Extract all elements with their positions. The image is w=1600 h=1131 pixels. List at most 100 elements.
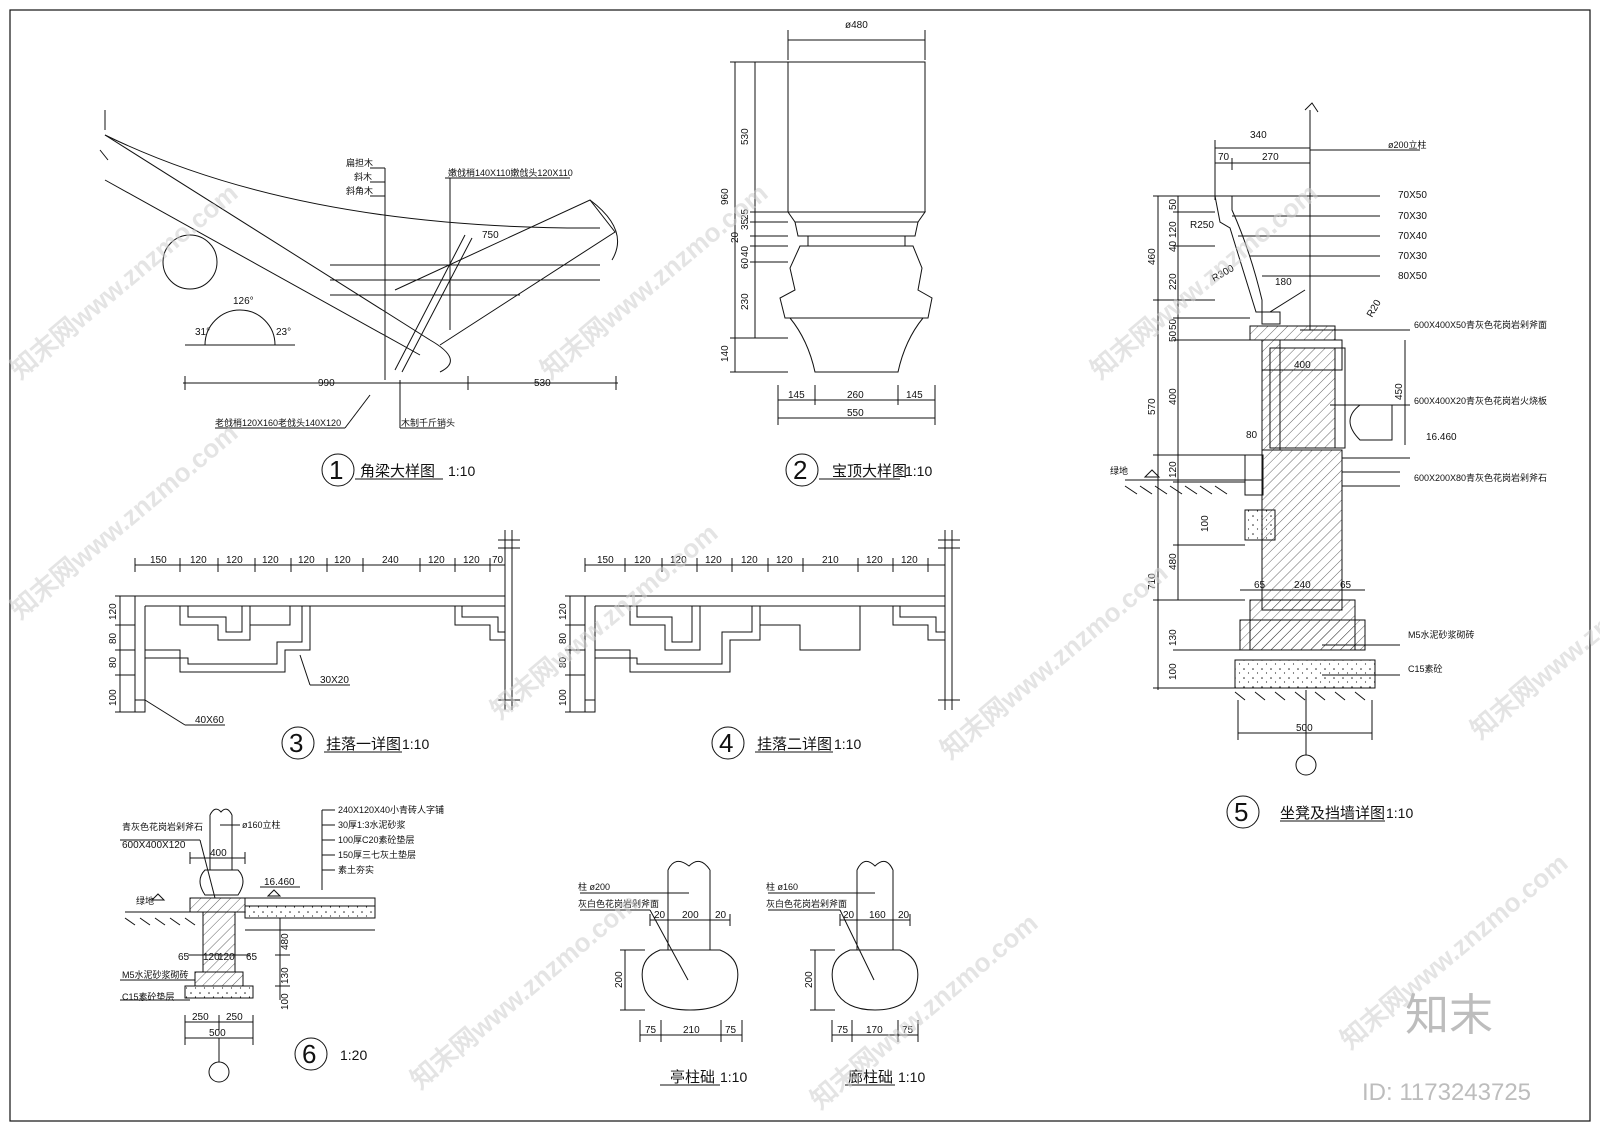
watermark-text-1: 知末网www.znzmo.com — [5, 177, 244, 384]
d5-note-8: 600X200X80青灰色花岗岩剁斧石 — [1414, 472, 1547, 483]
d5-number: 5 — [1234, 797, 1248, 827]
d8-dim-20b: 20 — [898, 910, 910, 921]
drawing-7-labels: 柱 ø200 灰白色花岗岩剁斧面 20 200 20 200 75 210 75… — [578, 881, 747, 1086]
watermark-text-8: 知末网www.znzmo.com — [405, 887, 644, 1094]
d5-dim-480: 480 — [1168, 553, 1179, 570]
d1-dim-990: 990 — [318, 378, 335, 389]
d3-top-5: 120 — [334, 555, 351, 566]
d5-dim-400b: 400 — [1294, 360, 1311, 371]
d5-dim-50b: 50 — [1168, 318, 1179, 330]
d8-note-1: 灰白色花岗岩剁斧面 — [766, 898, 847, 909]
d2-dim-20: 20 — [730, 231, 741, 243]
d3-scale: 1:10 — [402, 736, 429, 752]
d7-dim-200: 200 — [682, 910, 699, 921]
d6-note-2: 600X400X120 — [122, 840, 186, 851]
d7-note-1: 灰白色花岗岩剁斧面 — [578, 898, 659, 909]
d5-dim-100a: 100 — [1200, 515, 1211, 532]
d5-dim-500: 500 — [1296, 723, 1313, 734]
d6-dim-65b: 65 — [246, 952, 258, 963]
d6-dim-120b: 120 — [218, 952, 235, 963]
d6-note-8: 100厚C20素砼垫层 — [338, 834, 415, 845]
watermark-text-7: 知末网www.znzmo.com — [1465, 537, 1600, 744]
d3-top-9: 70 — [492, 555, 504, 566]
d6-note-3: 绿地 — [136, 895, 154, 906]
d5-dim-220: 220 — [1168, 273, 1179, 290]
d4-top-6: 210 — [822, 555, 839, 566]
d7-note-0: 柱 ø200 — [578, 881, 610, 892]
d8-dim-75a: 75 — [837, 1025, 849, 1036]
d5-dim-240: 240 — [1294, 580, 1311, 591]
d5-note-3: 70X40 — [1398, 231, 1427, 242]
d2-dim-145b: 145 — [906, 390, 923, 401]
d6-dim-500: 500 — [209, 1028, 226, 1039]
d6-note-5: C15素砼垫层 — [122, 991, 175, 1002]
d3-top-8: 120 — [463, 555, 480, 566]
d2-title: 宝顶大样图 — [832, 463, 907, 480]
d8-note-0: 柱 ø160 — [766, 881, 798, 892]
d3-top-6: 240 — [382, 555, 399, 566]
d5-note-9: 16.460 — [1426, 432, 1457, 443]
d4-side-3: 100 — [558, 689, 569, 706]
drawing-6-wall-section — [120, 808, 376, 1083]
d5-dim-65b: 65 — [1340, 580, 1352, 591]
d6-dim-250b: 250 — [226, 1012, 243, 1023]
d6-note-4: M5水泥砂浆砌砖 — [122, 969, 189, 980]
d1-note-0: 扁担木 — [346, 157, 373, 168]
watermark-logo: 知末 — [1405, 990, 1493, 1041]
d3-top-0: 150 — [150, 555, 167, 566]
d4-number: 4 — [719, 728, 733, 758]
d2-dim-dia: ø480 — [845, 20, 868, 31]
d6-note-7: 30厚1:3水泥砂浆 — [338, 819, 406, 830]
d4-top-7: 120 — [866, 555, 883, 566]
watermark-text-4: 知末网www.znzmo.com — [5, 417, 244, 624]
d7-dim-75b: 75 — [725, 1025, 737, 1036]
d7-dim-20a: 20 — [654, 910, 666, 921]
d5-dim-570: 570 — [1147, 398, 1158, 415]
d1-title: 角梁大样图 — [360, 463, 435, 480]
d6-dim-100: 100 — [280, 993, 291, 1010]
d4-top-4: 120 — [741, 555, 758, 566]
d3-note-1: 40X60 — [195, 715, 224, 726]
d4-scale: 1:10 — [834, 736, 861, 752]
d8-dim-170: 170 — [866, 1025, 883, 1036]
d1-dim-angle: 126° — [233, 296, 254, 307]
d6-dim-480: 480 — [280, 933, 291, 950]
drawing-5-bench-retaining-wall — [1124, 102, 1420, 829]
d5-dim-460: 460 — [1147, 248, 1158, 265]
d6-dim-250a: 250 — [192, 1012, 209, 1023]
watermark-text-6: 知末网www.znzmo.com — [935, 557, 1174, 764]
d5-dim-r20: R20 — [1365, 298, 1384, 320]
d6-dim-65a: 65 — [178, 952, 190, 963]
d3-top-4: 120 — [298, 555, 315, 566]
d2-dim-140: 140 — [720, 345, 731, 362]
d5-note-6: 600X400X50青灰色花岗岩剁斧面 — [1414, 319, 1547, 330]
d8-dim-75b: 75 — [902, 1025, 914, 1036]
d1-note-4: 老戗梢120X160老戗头140X120 — [215, 417, 341, 428]
d5-dim-180: 180 — [1275, 277, 1292, 288]
d4-side-0: 120 — [558, 603, 569, 620]
d5-dim-400: 400 — [1168, 388, 1179, 405]
d6-number: 6 — [302, 1039, 316, 1069]
d6-dim-120a: 120 — [203, 952, 220, 963]
d4-side-2: 80 — [558, 656, 569, 668]
d5-note-1: 70X50 — [1398, 190, 1427, 201]
d5-dim-50a: 50 — [1168, 198, 1179, 210]
d8-dim-20a: 20 — [843, 910, 855, 921]
d3-top-7: 120 — [428, 555, 445, 566]
d2-dim-960: 960 — [720, 188, 731, 205]
d5-dim-340: 340 — [1250, 130, 1267, 141]
d3-number: 3 — [289, 728, 303, 758]
d2-dim-35: 35 — [740, 218, 751, 230]
d5-dim-100b: 100 — [1168, 663, 1179, 680]
d4-top-1: 120 — [634, 555, 651, 566]
d1-note-3: 嫩戗梢140X110嫩戗头120X110 — [448, 167, 573, 178]
d4-top-2: 120 — [670, 555, 687, 566]
d5-note-2: 70X30 — [1398, 211, 1427, 222]
d5-dim-50c: 50 — [1168, 330, 1179, 342]
d5-note-5: 80X50 — [1398, 271, 1427, 282]
d5-dim-130: 130 — [1168, 629, 1179, 646]
d7-title: 亭柱础 — [670, 1068, 715, 1086]
d2-dim-40: 40 — [740, 245, 751, 257]
d2-dim-530: 530 — [740, 128, 751, 145]
drawing-5-labels: 340 70 270 50 120 40 220 460 50 50 400 5… — [1110, 130, 1547, 827]
